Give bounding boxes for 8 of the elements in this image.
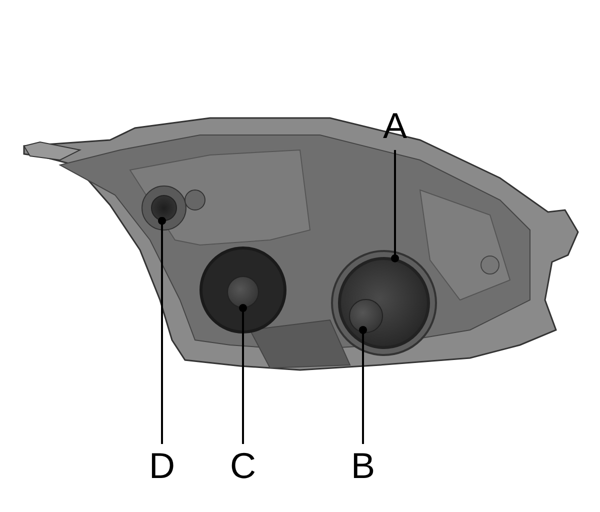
leader-line — [391, 150, 399, 262]
cover-knob — [349, 299, 383, 333]
leader-line — [239, 304, 247, 444]
leader-line — [158, 216, 166, 444]
callout-letter: B — [343, 446, 383, 486]
leader-line — [359, 326, 367, 444]
callout-letter: C — [223, 446, 263, 486]
callout-letter: D — [142, 446, 182, 486]
